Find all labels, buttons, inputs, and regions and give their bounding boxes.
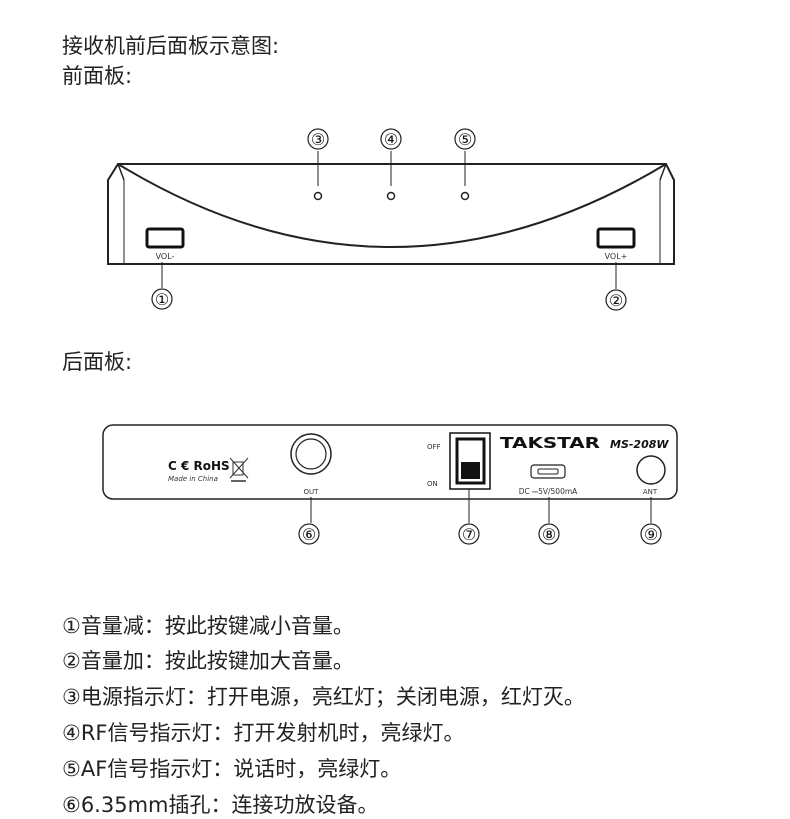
callout-5-circle <box>454 128 476 150</box>
vol-minus-label: VOL- <box>156 252 175 261</box>
vol-minus-button[interactable] <box>145 227 185 249</box>
dc-label: DC ⎓5V/500mA <box>519 487 578 496</box>
callout-1: ① <box>155 290 169 309</box>
callout-6: ⑥ <box>302 525 316 544</box>
front-panel-heading: 前面板: <box>62 64 133 88</box>
front-panel: VOL- VOL+ <box>107 128 675 311</box>
description-6: ⑥6.35mm插孔：连接功放设备。 <box>62 793 379 817</box>
callout-8-circle <box>538 523 560 545</box>
callout-3: ③ <box>311 130 325 149</box>
front-panel-curve <box>117 163 667 248</box>
rear-panel-body <box>102 424 678 500</box>
description-2: ②音量加：按此按键加大音量。 <box>62 649 354 673</box>
callout-6-circle <box>298 523 320 545</box>
callout-7-circle <box>458 523 480 545</box>
power-indicator-led <box>313 191 323 201</box>
rear-panel-heading: 后面板: <box>62 350 133 374</box>
output-jack-inner <box>295 438 327 470</box>
antenna-connector[interactable] <box>636 455 666 485</box>
rear-panel: C € RoHS Made in China OUT OFF ON TAKSTA… <box>102 424 678 545</box>
made-in-label: Made in China <box>168 475 218 483</box>
description-5: ⑤AF信号指示灯：说话时，亮绿灯。 <box>62 757 402 781</box>
callout-1-circle <box>151 288 173 310</box>
callout-8: ⑧ <box>542 525 556 544</box>
callout-4: ④ <box>384 130 398 149</box>
page-title: 接收机前后面板示意图: <box>62 34 280 58</box>
out-label: OUT <box>304 488 320 496</box>
callout-9-circle <box>640 523 662 545</box>
model-label: MS-208W <box>610 438 669 451</box>
power-switch-rocker <box>461 462 480 479</box>
callout-2-circle <box>605 289 627 311</box>
callout-7: ⑦ <box>462 525 476 544</box>
description-1: ①音量减：按此按键减小音量。 <box>62 614 354 638</box>
rf-indicator-led <box>386 191 396 201</box>
callout-9: ⑨ <box>644 525 658 544</box>
callout-5: ⑤ <box>458 130 472 149</box>
description-4: ④RF信号指示灯：打开发射机时，亮绿灯。 <box>62 721 465 745</box>
off-label: OFF <box>427 443 441 451</box>
callout-4-circle <box>380 128 402 150</box>
ce-rohs-mark: C € RoHS <box>168 459 230 473</box>
callout-3-circle <box>307 128 329 150</box>
vol-plus-label: VOL+ <box>605 252 628 261</box>
callout-2: ② <box>609 291 623 310</box>
vol-plus-button[interactable] <box>596 227 636 249</box>
ant-label: ANT <box>643 488 658 496</box>
dc-port-inner <box>537 468 559 475</box>
af-indicator-led <box>460 191 470 201</box>
brand-logo: TAKSTAR <box>500 434 601 452</box>
weee-bin-icon <box>229 457 249 482</box>
description-3: ③电源指示灯：打开电源，亮红灯；关闭电源，红灯灭。 <box>62 685 585 709</box>
on-label: ON <box>427 480 438 488</box>
